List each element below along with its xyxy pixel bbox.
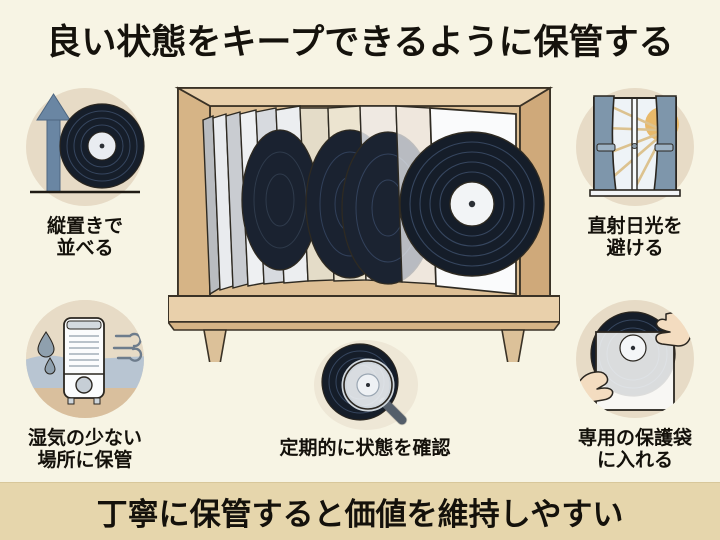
tip-label-line-2: に入れる [596, 448, 673, 471]
tip-card-label: 直射日光を 避ける [550, 215, 720, 260]
tip-label-line-2: 並べる [56, 236, 114, 259]
page-title: 良い状態をキープできるように保管する [0, 0, 720, 78]
tip-card-label: 縦置きで 並べる [0, 215, 170, 260]
page-title-text: 良い状態をキープできるように保管する [46, 22, 674, 63]
dehumidifier-water-drop-icon [20, 296, 150, 426]
tip-label-line-1: 定期的に状態を確認 [279, 437, 451, 459]
tip-label-line-2: 場所に保管 [37, 448, 133, 471]
tip-card-label: 湿気の少ない 場所に保管 [0, 427, 170, 472]
shelf-illustration [168, 72, 560, 362]
footer-banner-text: 丁寧に保管すると価値を維持しやすい [96, 497, 624, 533]
hands-inserting-record-into-sleeve-icon [570, 296, 700, 426]
record-magnifying-glass-icon [310, 338, 420, 430]
tip-card-vertical-storage: 縦置きで 並べる [0, 84, 170, 260]
tip-card-protective-sleeve: 専用の保護袋 に入れる [550, 296, 720, 472]
tip-card-avoid-sunlight: 直射日光を 避ける [550, 84, 720, 260]
tip-label-line-2: 避ける [606, 236, 664, 259]
tip-card-label: 専用の保護袋 に入れる [550, 427, 720, 472]
vinyl-record-upright-arrow-icon [20, 84, 150, 214]
footer-banner: 丁寧に保管すると価値を維持しやすい [0, 482, 720, 540]
tip-card-low-humidity: 湿気の少ない 場所に保管 [0, 296, 170, 472]
tip-card-periodic-inspection: 定期的に状態を確認 [275, 338, 455, 460]
tip-label-line-1: 専用の保護袋 [577, 427, 692, 449]
tip-card-label: 定期的に状態を確認 [275, 437, 455, 460]
window-with-sun-curtains-icon [570, 84, 700, 214]
tip-label-line-1: 湿気の少ない [27, 427, 142, 449]
tip-label-line-1: 直射日光を [587, 215, 683, 237]
tip-label-line-1: 縦置きで [46, 215, 123, 237]
